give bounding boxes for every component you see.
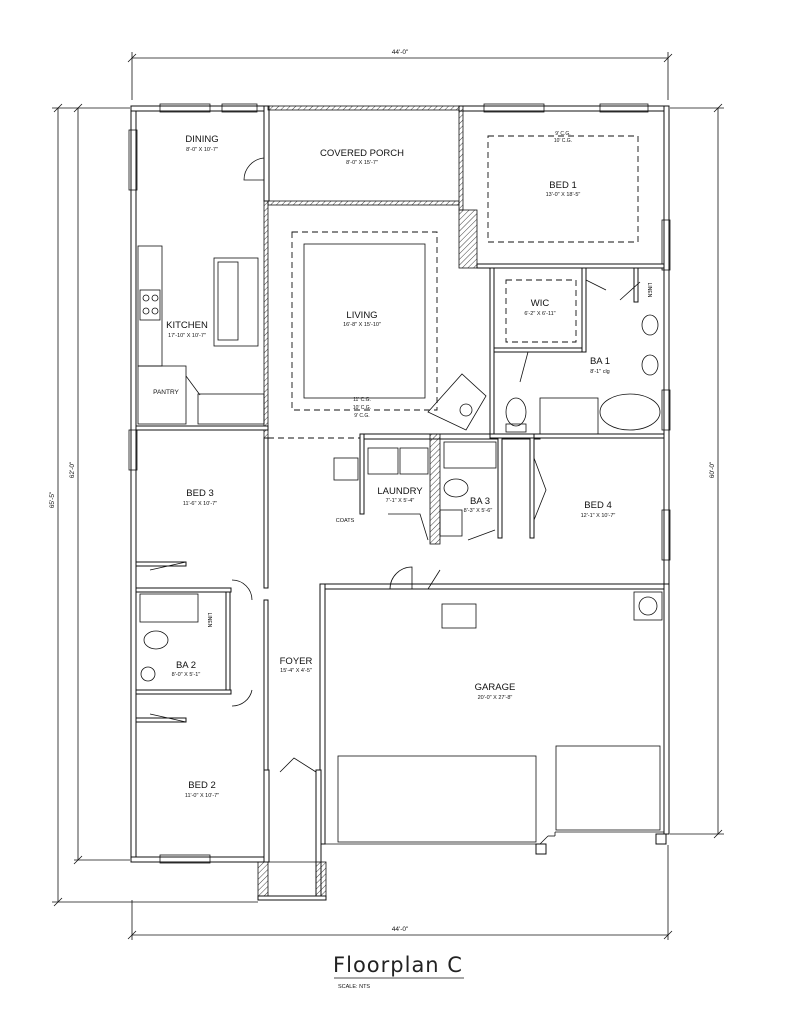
- dim-left-outer: 65'-5": [49, 491, 56, 508]
- room-laundry-size: 7'-1" X 5'-4": [386, 498, 415, 504]
- room-ba2-name: BA 2: [176, 660, 196, 671]
- dim-right: 60'-0": [709, 461, 716, 478]
- room-bed2-name: BED 2: [188, 780, 215, 791]
- room-kitchen-name: KITCHEN: [166, 320, 208, 331]
- room-dining-name: DINING: [185, 134, 218, 145]
- room-bed3-name: BED 3: [186, 488, 213, 499]
- scale-note: SCALE: NTS: [338, 984, 370, 990]
- room-bed1-name: BED 1: [549, 180, 576, 191]
- room-wic-name: WIC: [531, 298, 550, 309]
- dimension-lines: [52, 52, 724, 940]
- room-ba1-name: BA 1: [590, 356, 610, 367]
- room-ba2-size: 8'-0" X 5'-1": [172, 672, 201, 678]
- bed1-ceiling-1: 9' C.G.: [555, 131, 570, 137]
- room-coats-name: COATS: [336, 518, 355, 524]
- dim-bottom: 44'-0": [392, 926, 409, 933]
- room-ba3-size: 8'-3" X 5'-6": [464, 508, 493, 514]
- room-ba3-name: BA 3: [470, 496, 490, 507]
- room-linen2-name: LINEN: [206, 613, 212, 628]
- exterior-walls: [130, 105, 670, 901]
- ceiling-outlines: [291, 135, 639, 411]
- room-garage-size: 20'-0" X 27'-8": [478, 695, 513, 701]
- room-wic-size: 6'-2" X 6'-11": [524, 311, 555, 317]
- room-living-size: 16'-8" X 15'-10": [343, 322, 381, 328]
- room-bed4-name: BED 4: [584, 500, 611, 511]
- living-ceiling-1: 11' C.G.: [353, 397, 371, 403]
- dim-left-inner: 62'-0": [69, 461, 76, 478]
- room-laundry-name: LAUNDRY: [377, 486, 423, 497]
- interior-walls: [135, 200, 665, 771]
- room-kitchen-size: 17'-10" X 10'-7": [168, 333, 206, 339]
- room-bed3-size: 11'-6" X 10'-7": [183, 501, 217, 507]
- living-ceiling-2: 10' C.G.: [353, 405, 371, 411]
- room-foyer-name: FOYER: [280, 656, 313, 667]
- room-garage-name: GARAGE: [475, 682, 516, 693]
- room-foyer-size: 15'-4" X 4'-5": [280, 668, 312, 674]
- room-bed4-size: 12'-1" X 10'-7": [581, 513, 616, 519]
- room-ba1-size: 8'-1" clg: [590, 369, 610, 375]
- room-labels: DINING 8'-0" X 10'-7" COVERED PORCH 8'-0…: [153, 131, 652, 799]
- room-living-name: LIVING: [346, 310, 377, 321]
- dim-top: 44'-0": [392, 49, 409, 56]
- room-bed1-size: 13'-0" X 18'-5": [546, 192, 581, 198]
- living-ceiling-3: 9' C.G.: [354, 413, 369, 419]
- bed1-ceiling-2: 10' C.G.: [554, 138, 572, 144]
- plan-title: Floorplan C: [333, 953, 463, 977]
- doors: [149, 157, 641, 773]
- windows: [128, 103, 671, 864]
- room-linen1-name: LINEN: [646, 283, 652, 298]
- room-dining-size: 8'-0" X 10'-7": [186, 147, 218, 153]
- room-bed2-size: 11'-0" X 10'-7": [185, 793, 219, 799]
- room-pantry-name: PANTRY: [153, 389, 179, 396]
- fixtures: [137, 245, 663, 843]
- room-porch-size: 8'-0" X 15'-7": [346, 160, 378, 166]
- room-porch-name: COVERED PORCH: [320, 148, 404, 159]
